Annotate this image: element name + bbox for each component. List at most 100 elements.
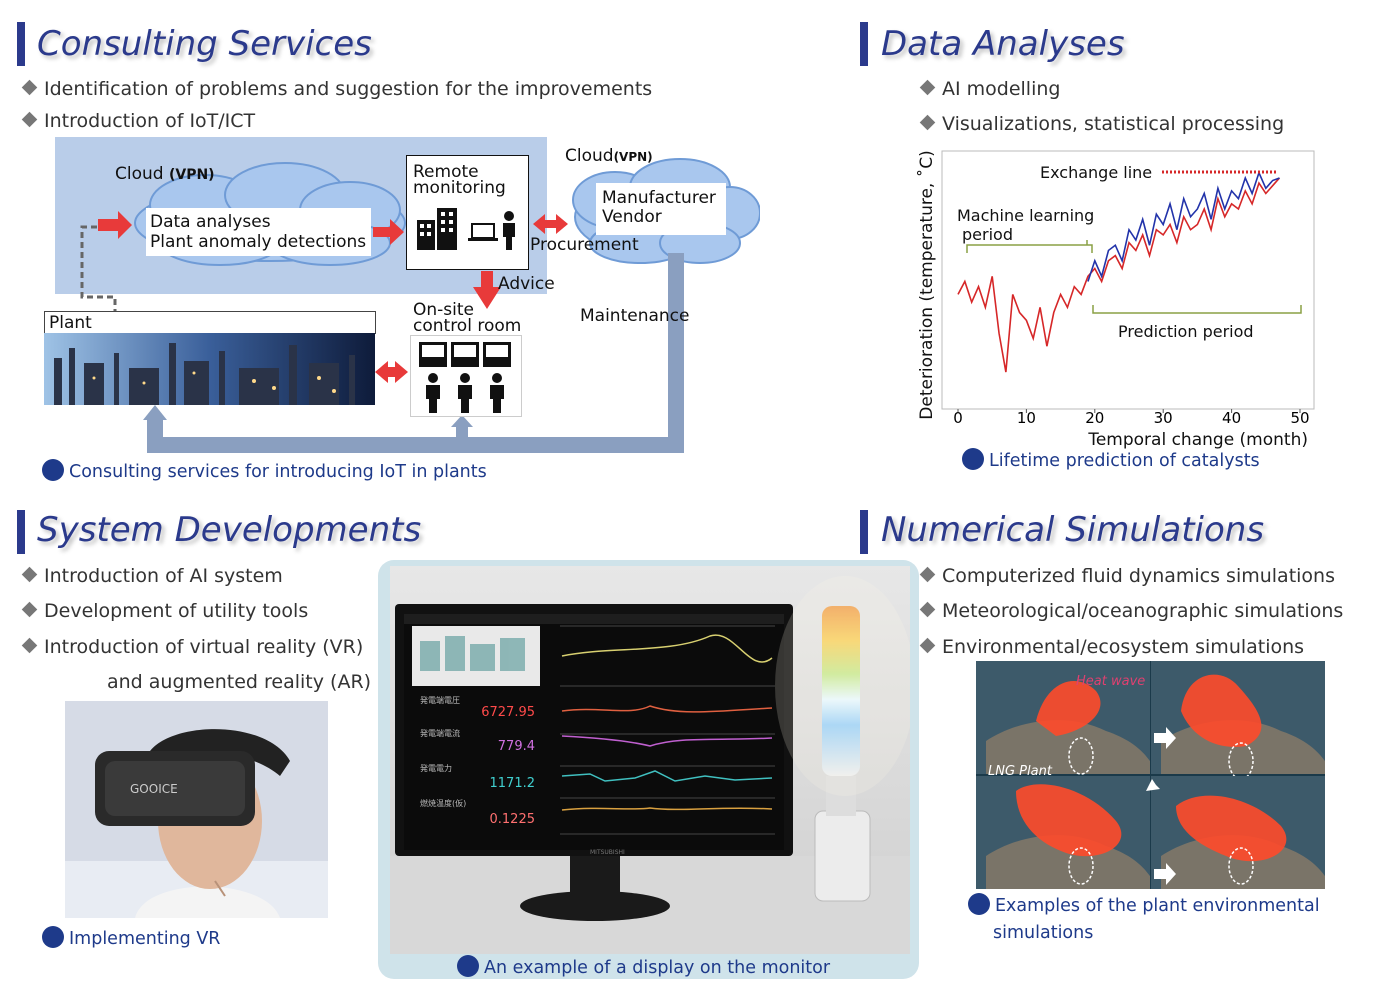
consulting-bullet-2: Introduction of IoT/ICT bbox=[21, 110, 255, 132]
prediction-period-label: Prediction period bbox=[1118, 322, 1254, 341]
monitor-value: 779.4 bbox=[498, 739, 535, 754]
systems-bullet-3b: and augmented reality (AR) bbox=[107, 671, 372, 693]
section-marker bbox=[17, 510, 25, 554]
section-marker bbox=[860, 510, 868, 554]
plant-photo bbox=[44, 333, 375, 405]
diamond-icon bbox=[21, 79, 38, 96]
sim-panel bbox=[976, 776, 1150, 889]
section-marker bbox=[860, 22, 868, 66]
control-room-box bbox=[410, 335, 522, 417]
x-tick-label: 40 bbox=[1222, 409, 1241, 427]
systems-bullet-2: Development of utility tools bbox=[21, 600, 308, 622]
catalyst-chart: Deterioration (temperature, ˚C) Temporal… bbox=[916, 150, 1315, 450]
arrow-head bbox=[143, 405, 167, 420]
ml-period-bracket bbox=[966, 240, 1093, 253]
arrow-head bbox=[451, 415, 473, 427]
x-tick-label: 0 bbox=[953, 409, 963, 427]
sim-panel bbox=[1151, 661, 1325, 780]
maintenance-label: Maintenance bbox=[580, 306, 690, 326]
y-axis-label: Deterioration (temperature, ˚C) bbox=[916, 150, 937, 419]
simulations-caption-1: Examples of the plant environmental bbox=[968, 893, 1320, 917]
diamond-icon bbox=[919, 114, 936, 131]
diamond-icon bbox=[919, 601, 936, 618]
diamond-icon bbox=[919, 79, 936, 96]
simulations-bullet-2: Meteorological/oceanographic simulations bbox=[919, 600, 1343, 622]
ml-period-label-2: period bbox=[962, 225, 1013, 244]
vr-photo: GOOICE bbox=[65, 701, 328, 918]
x-tick-label: 10 bbox=[1017, 409, 1036, 427]
monitor-channel-label: 発電端電圧 bbox=[420, 695, 460, 705]
sim-panel bbox=[976, 661, 1150, 775]
dashed-link bbox=[80, 225, 117, 315]
feedback-arrow bbox=[147, 253, 684, 453]
x-tick-label: 20 bbox=[1085, 409, 1104, 427]
monitor-maker: MITSUBISHI bbox=[590, 849, 625, 856]
red-arrow bbox=[473, 271, 501, 309]
arrow-icon bbox=[1146, 727, 1176, 885]
ml-period-label-1: Machine learning bbox=[957, 206, 1094, 225]
headset-brand: GOOICE bbox=[130, 782, 178, 796]
simulations-bullet-1: Computerized fluid dynamics simulations bbox=[919, 565, 1335, 587]
onsite-label-2: control room bbox=[413, 316, 522, 336]
monitor-photo: 発電端電圧 発電端電流 発電電力 燃焼温度(仮) 6727.95 779.4 1… bbox=[390, 566, 910, 954]
analyses-bullet-1: AI modelling bbox=[919, 78, 1060, 100]
plot-area bbox=[941, 150, 1315, 410]
x-tick-label: 50 bbox=[1290, 409, 1309, 427]
series-line-2 bbox=[1087, 170, 1280, 282]
control-room-icon bbox=[419, 342, 511, 413]
systems-title: System Developments bbox=[37, 510, 422, 550]
analyses-title: Data Analyses bbox=[881, 24, 1125, 64]
red-arrow bbox=[373, 219, 404, 245]
monitor-value: 6727.95 bbox=[481, 705, 535, 720]
analyses-box: Data analyses Plant anomaly detections bbox=[146, 208, 371, 256]
lng-plant-label: LNG Plant bbox=[988, 764, 1053, 779]
diamond-icon bbox=[919, 637, 936, 654]
heat-wave-label: Heat wave bbox=[1076, 674, 1145, 689]
x-axis-label: Temporal change (month) bbox=[1087, 430, 1308, 450]
procurement-label: Procurement bbox=[530, 235, 639, 255]
simulations-title: Numerical Simulations bbox=[881, 510, 1265, 550]
x-tick-label: 30 bbox=[1154, 409, 1173, 427]
cloud2-label: Cloud(VPN) bbox=[565, 146, 653, 166]
consulting-caption: Consulting services for introducing IoT … bbox=[42, 459, 487, 483]
analyses-caption: Lifetime prediction of catalysts bbox=[962, 448, 1260, 472]
diamond-icon bbox=[919, 566, 936, 583]
monitor-value: 1171.2 bbox=[490, 776, 536, 791]
bullet-dot-icon bbox=[42, 459, 64, 481]
monitor-value: 0.1225 bbox=[490, 812, 536, 827]
building-icon bbox=[417, 208, 515, 250]
simulations-caption-2: simulations bbox=[993, 923, 1094, 943]
plant-label-box: Plant bbox=[44, 311, 376, 334]
bullet-dot-icon bbox=[457, 955, 479, 977]
vendor-box: Manufacturer Vendor bbox=[596, 183, 726, 235]
simulations-bullet-3: Environmental/ecosystem simulations bbox=[919, 636, 1304, 658]
advice-label: Advice bbox=[498, 274, 555, 294]
section-marker bbox=[17, 22, 25, 66]
red-arrow bbox=[533, 214, 568, 234]
consulting-diagram: Cloud (VPN) Cloud(VPN) Data analyses Pla… bbox=[40, 135, 760, 460]
cloud-label: Cloud (VPN) bbox=[115, 164, 215, 184]
systems-bullet-1: Introduction of AI system bbox=[21, 565, 283, 587]
monitor-caption: An example of a display on the monitor bbox=[457, 955, 830, 979]
red-arrow bbox=[375, 361, 408, 383]
diamond-icon bbox=[21, 566, 38, 583]
bullet-dot-icon bbox=[42, 926, 64, 948]
monitor-channel-label: 発電端電流 bbox=[420, 728, 460, 738]
vr-caption: Implementing VR bbox=[42, 926, 220, 950]
bullet-dot-icon bbox=[968, 893, 990, 915]
diamond-icon bbox=[21, 111, 38, 128]
series-line-1 bbox=[957, 177, 1281, 373]
sim-panel bbox=[1151, 776, 1325, 889]
simulation-map: Heat wave LNG Plant bbox=[976, 661, 1325, 889]
monitor-channel-label: 燃焼温度(仮) bbox=[420, 798, 466, 808]
consulting-bullet-1: Identification of problems and suggestio… bbox=[21, 78, 652, 100]
bullet-dot-icon bbox=[962, 448, 984, 470]
analyses-bullet-2: Visualizations, statistical processing bbox=[919, 113, 1284, 135]
exchange-line-label: Exchange line bbox=[1040, 163, 1152, 182]
systems-bullet-3: Introduction of virtual reality (VR) bbox=[21, 636, 363, 658]
monitor-channel-label: 発電電力 bbox=[420, 763, 452, 773]
red-arrow bbox=[98, 211, 132, 239]
remote-monitoring-box: Remote monitoring bbox=[406, 155, 529, 270]
onsite-label-1: On-site bbox=[413, 300, 474, 320]
consulting-title: Consulting Services bbox=[37, 24, 372, 64]
